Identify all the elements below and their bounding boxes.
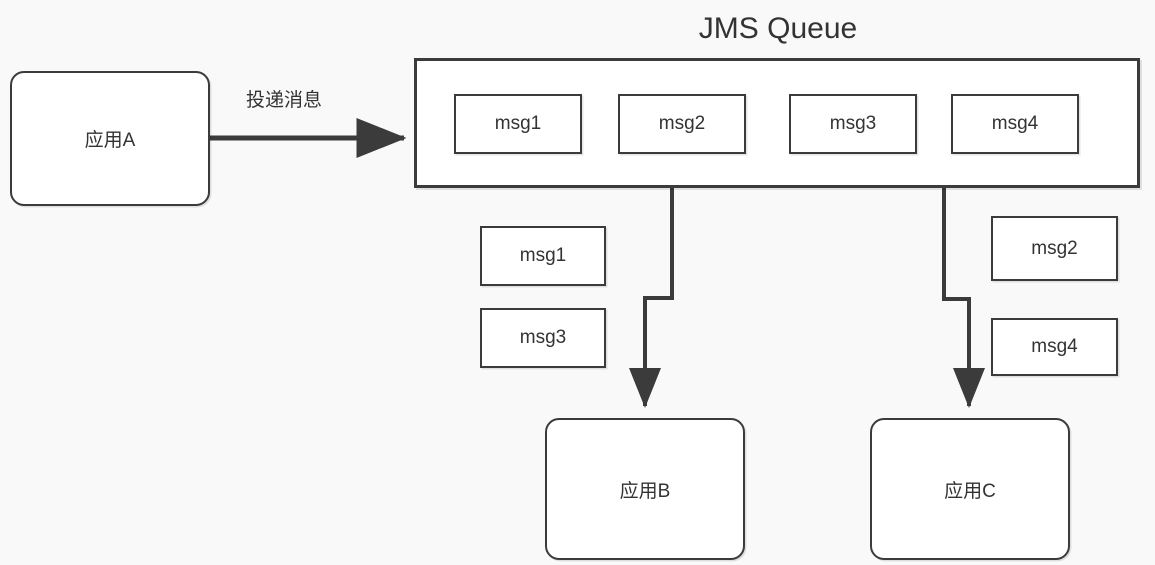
- consumer-c-message-msg4[interactable]: msg4: [991, 318, 1118, 376]
- message-label: msg1: [519, 245, 567, 266]
- message-label: msg4: [1031, 336, 1078, 357]
- connector-queue-to-appb: [629, 188, 674, 408]
- message-label: msg4: [991, 113, 1039, 134]
- node-producer-app-a[interactable]: 应用A: [10, 71, 210, 206]
- node-label: 应用C: [944, 480, 996, 502]
- message-label: msg3: [519, 327, 567, 348]
- queue-message-msg1[interactable]: msg1: [454, 94, 582, 154]
- consumer-b-message-msg3[interactable]: msg3: [480, 308, 606, 368]
- consumer-c-message-msg2[interactable]: msg2: [991, 216, 1118, 281]
- edge-label-produce-message: 投递消息: [243, 85, 326, 112]
- queue-message-msg3[interactable]: msg3: [789, 94, 917, 154]
- message-label: msg1: [494, 113, 542, 134]
- message-label: msg2: [1031, 237, 1078, 259]
- queue-message-msg4[interactable]: msg4: [951, 94, 1079, 154]
- consumer-b-message-msg1[interactable]: msg1: [480, 226, 606, 286]
- message-label: msg2: [658, 113, 706, 134]
- node-label: 应用A: [84, 130, 136, 151]
- connector-queue-to-appc: [942, 188, 985, 408]
- queue-message-msg2[interactable]: msg2: [618, 94, 746, 154]
- node-label: 应用B: [619, 480, 671, 502]
- page-title: JMS Queue: [698, 12, 858, 45]
- node-consumer-app-c[interactable]: 应用C: [870, 418, 1070, 560]
- node-consumer-app-b[interactable]: 应用B: [545, 418, 745, 560]
- message-label: msg3: [829, 113, 877, 134]
